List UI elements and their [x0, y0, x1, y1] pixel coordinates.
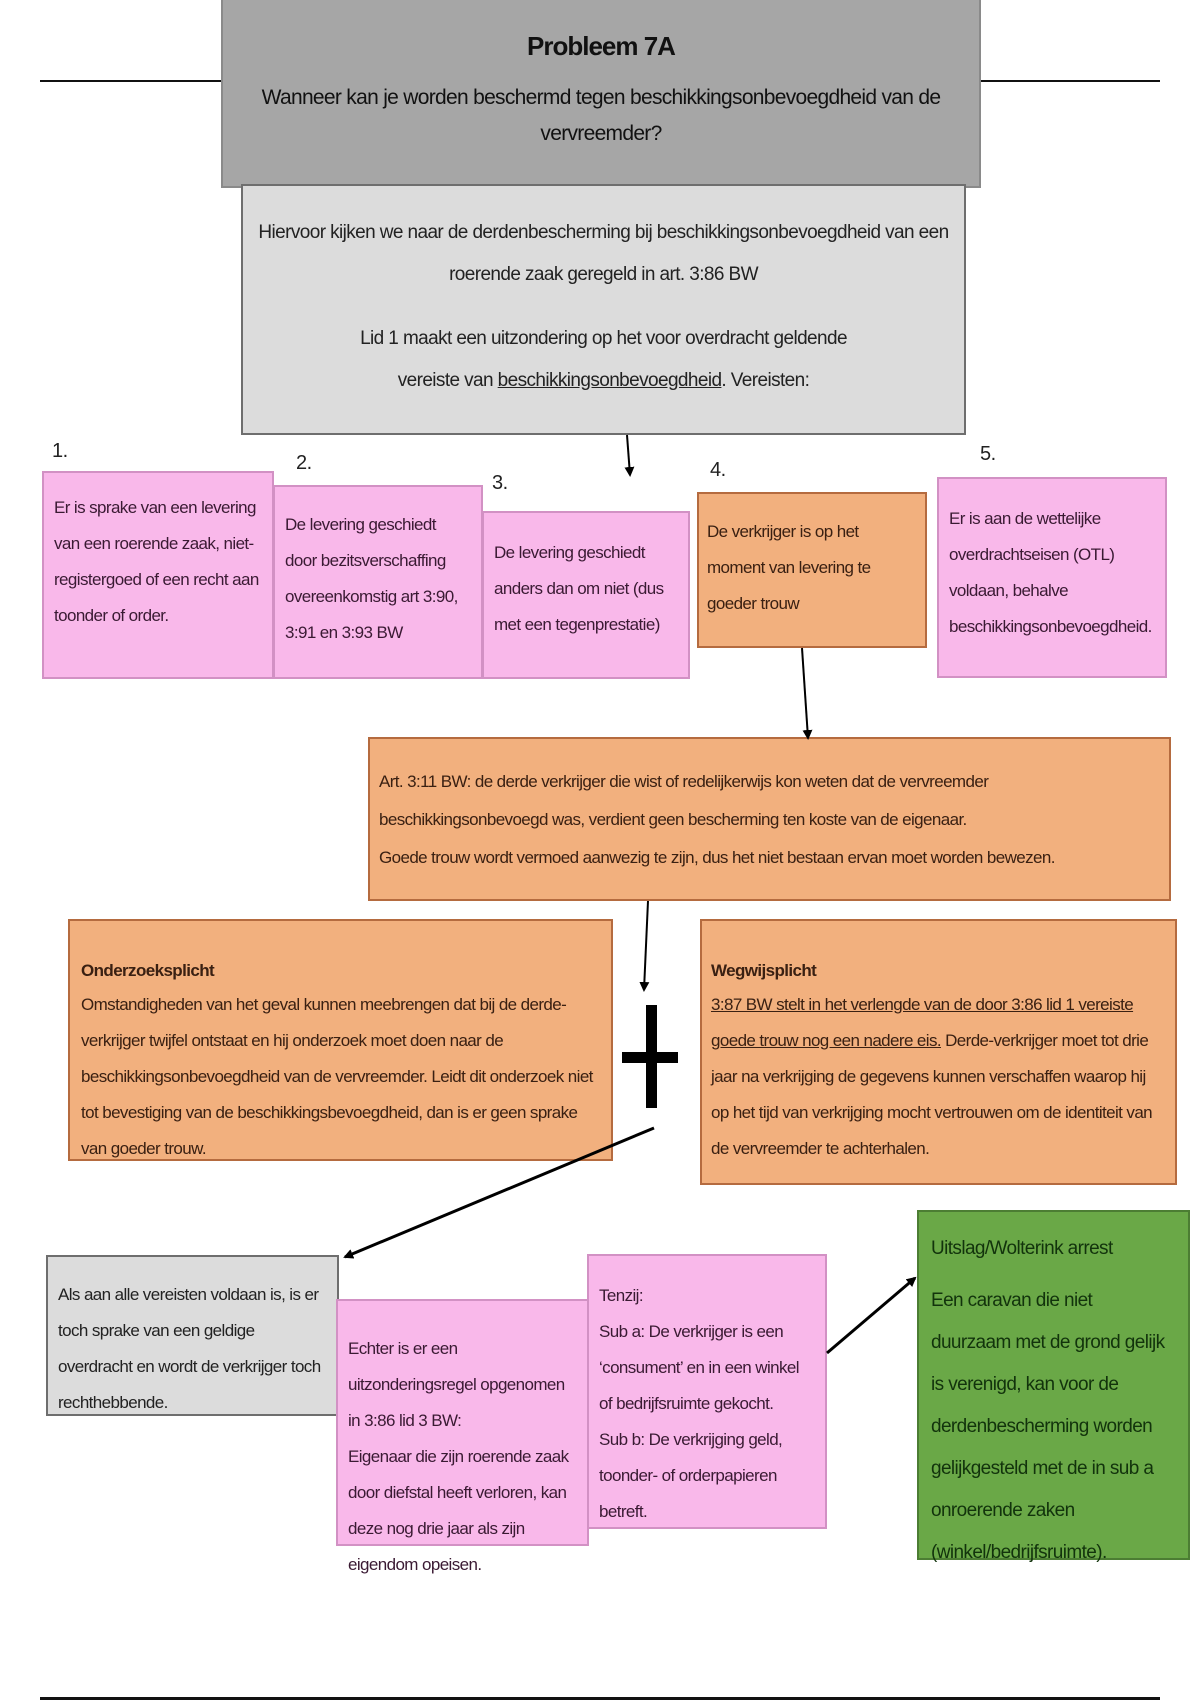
exception-intro: Echter is er een uitzonderingsregel opge…	[348, 1339, 565, 1430]
requirement-3-box: De levering geschiedt anders dan om niet…	[482, 511, 690, 679]
arrow-tenzij-to-wolterink	[826, 1276, 917, 1355]
wegwijsplicht-box: Wegwijsplicht 3:87 BW stelt in het verle…	[700, 919, 1177, 1185]
intro-lead-text: Lid 1 maakt een uitzondering op het voor…	[360, 328, 847, 391]
intro-requirements-lead: Lid 1 maakt een uitzondering op het voor…	[249, 318, 958, 402]
requirement-number-3: 3.	[492, 472, 508, 494]
wegwijsplicht-underlined: 3:87 BW stelt in het verlengde van de do…	[711, 995, 1134, 1050]
top-rule-right	[976, 80, 1160, 82]
requirement-1-box: Er is sprake van een levering van een ro…	[42, 471, 274, 679]
exception-box: Echter is er een uitzonderingsregel opge…	[336, 1299, 589, 1574]
diagram-title: Probleem 7A	[527, 31, 676, 61]
result-box: Als aan alle vereisten voldaan is, is er…	[46, 1255, 339, 1416]
requirement-4-text: De verkrijger is op het moment van lever…	[707, 522, 871, 613]
wolterink-box: Uitslag/Wolterink arrest Een caravan die…	[917, 1210, 1190, 1563]
plus-icon-horizontal	[622, 1052, 678, 1063]
onderzoeksplicht-box: Onderzoeksplicht Omstandigheden van het …	[68, 919, 613, 1161]
tenzij-sub-b: Sub b: De verkrijging geld, toonder- of …	[599, 1430, 783, 1521]
intro-text: Hiervoor kijken we naar de derdenbescher…	[258, 222, 949, 285]
arrow-plus-to-result	[343, 1126, 655, 1259]
wolterink-text: Een caravan die niet duurzaam met de gro…	[931, 1290, 1165, 1563]
wolterink-heading: Uitslag/Wolterink arrest	[931, 1238, 1113, 1259]
requirement-number-5: 5.	[980, 443, 996, 465]
onderzoeksplicht-heading: Onderzoeksplicht	[81, 961, 215, 980]
art-3-11-box: Art. 3:11 BW: de derde verkrijger die wi…	[368, 737, 1171, 901]
wegwijsplicht-text: Derde-verkrijger moet tot drie jaar na v…	[711, 1031, 1153, 1158]
requirement-number-1: 1.	[52, 440, 68, 462]
requirement-number-2: 2.	[296, 452, 312, 474]
header-box: Probleem 7A Wanneer kan je worden besche…	[221, 0, 981, 188]
diagram-question: Wanneer kan je worden beschermd tegen be…	[261, 86, 941, 145]
tenzij-sub-a: Sub a: De verkrijger is een ‘consument’ …	[599, 1322, 800, 1413]
intro-lead-underlined: beschikkingsonbevoegdheid	[497, 370, 722, 391]
requirement-2-text: De levering geschiedt door bezitsverscha…	[285, 515, 458, 642]
bottom-rule	[40, 1697, 1160, 1700]
requirement-2-box: De levering geschiedt door bezitsverscha…	[273, 485, 483, 679]
plus-icon	[622, 1005, 678, 1108]
arrow-art311-to-plus	[639, 900, 650, 992]
requirement-4-box: De verkrijger is op het moment van lever…	[697, 492, 927, 648]
intro-box: Hiervoor kijken we naar de derdenbescher…	[241, 184, 966, 435]
onderzoeksplicht-text: Omstandigheden van het geval kunnen meeb…	[81, 995, 593, 1158]
tenzij-heading: Tenzij:	[599, 1286, 644, 1305]
requirement-5-text: Er is aan de wettelijke overdrachtseisen…	[949, 509, 1152, 636]
requirement-5-box: Er is aan de wettelijke overdrachtseisen…	[937, 477, 1167, 678]
intro-lead-suffix: . Vereisten:	[721, 370, 810, 391]
top-rule-left	[40, 80, 224, 82]
art-3-11-presumption: Goede trouw wordt vermoed aanwezig te zi…	[379, 848, 1055, 867]
exception-text: Eigenaar die zijn roerende zaak door die…	[348, 1447, 569, 1574]
art-3-11-text: Art. 3:11 BW: de derde verkrijger die wi…	[379, 772, 989, 829]
arrow-requirement4-to-art311	[801, 647, 813, 740]
wegwijsplicht-body: 3:87 BW stelt in het verlengde van de do…	[711, 987, 1166, 1167]
result-text: Als aan alle vereisten voldaan is, is er…	[58, 1285, 321, 1412]
requirement-3-text: De levering geschiedt anders dan om niet…	[494, 543, 664, 634]
arrow-intro-to-requirements	[624, 434, 635, 477]
requirement-1-text: Er is sprake van een levering van een ro…	[54, 498, 259, 625]
wegwijsplicht-heading: Wegwijsplicht	[711, 961, 817, 980]
tenzij-box: Tenzij: Sub a: De verkrijger is een ‘con…	[587, 1254, 827, 1529]
requirement-number-4: 4.	[710, 459, 726, 481]
